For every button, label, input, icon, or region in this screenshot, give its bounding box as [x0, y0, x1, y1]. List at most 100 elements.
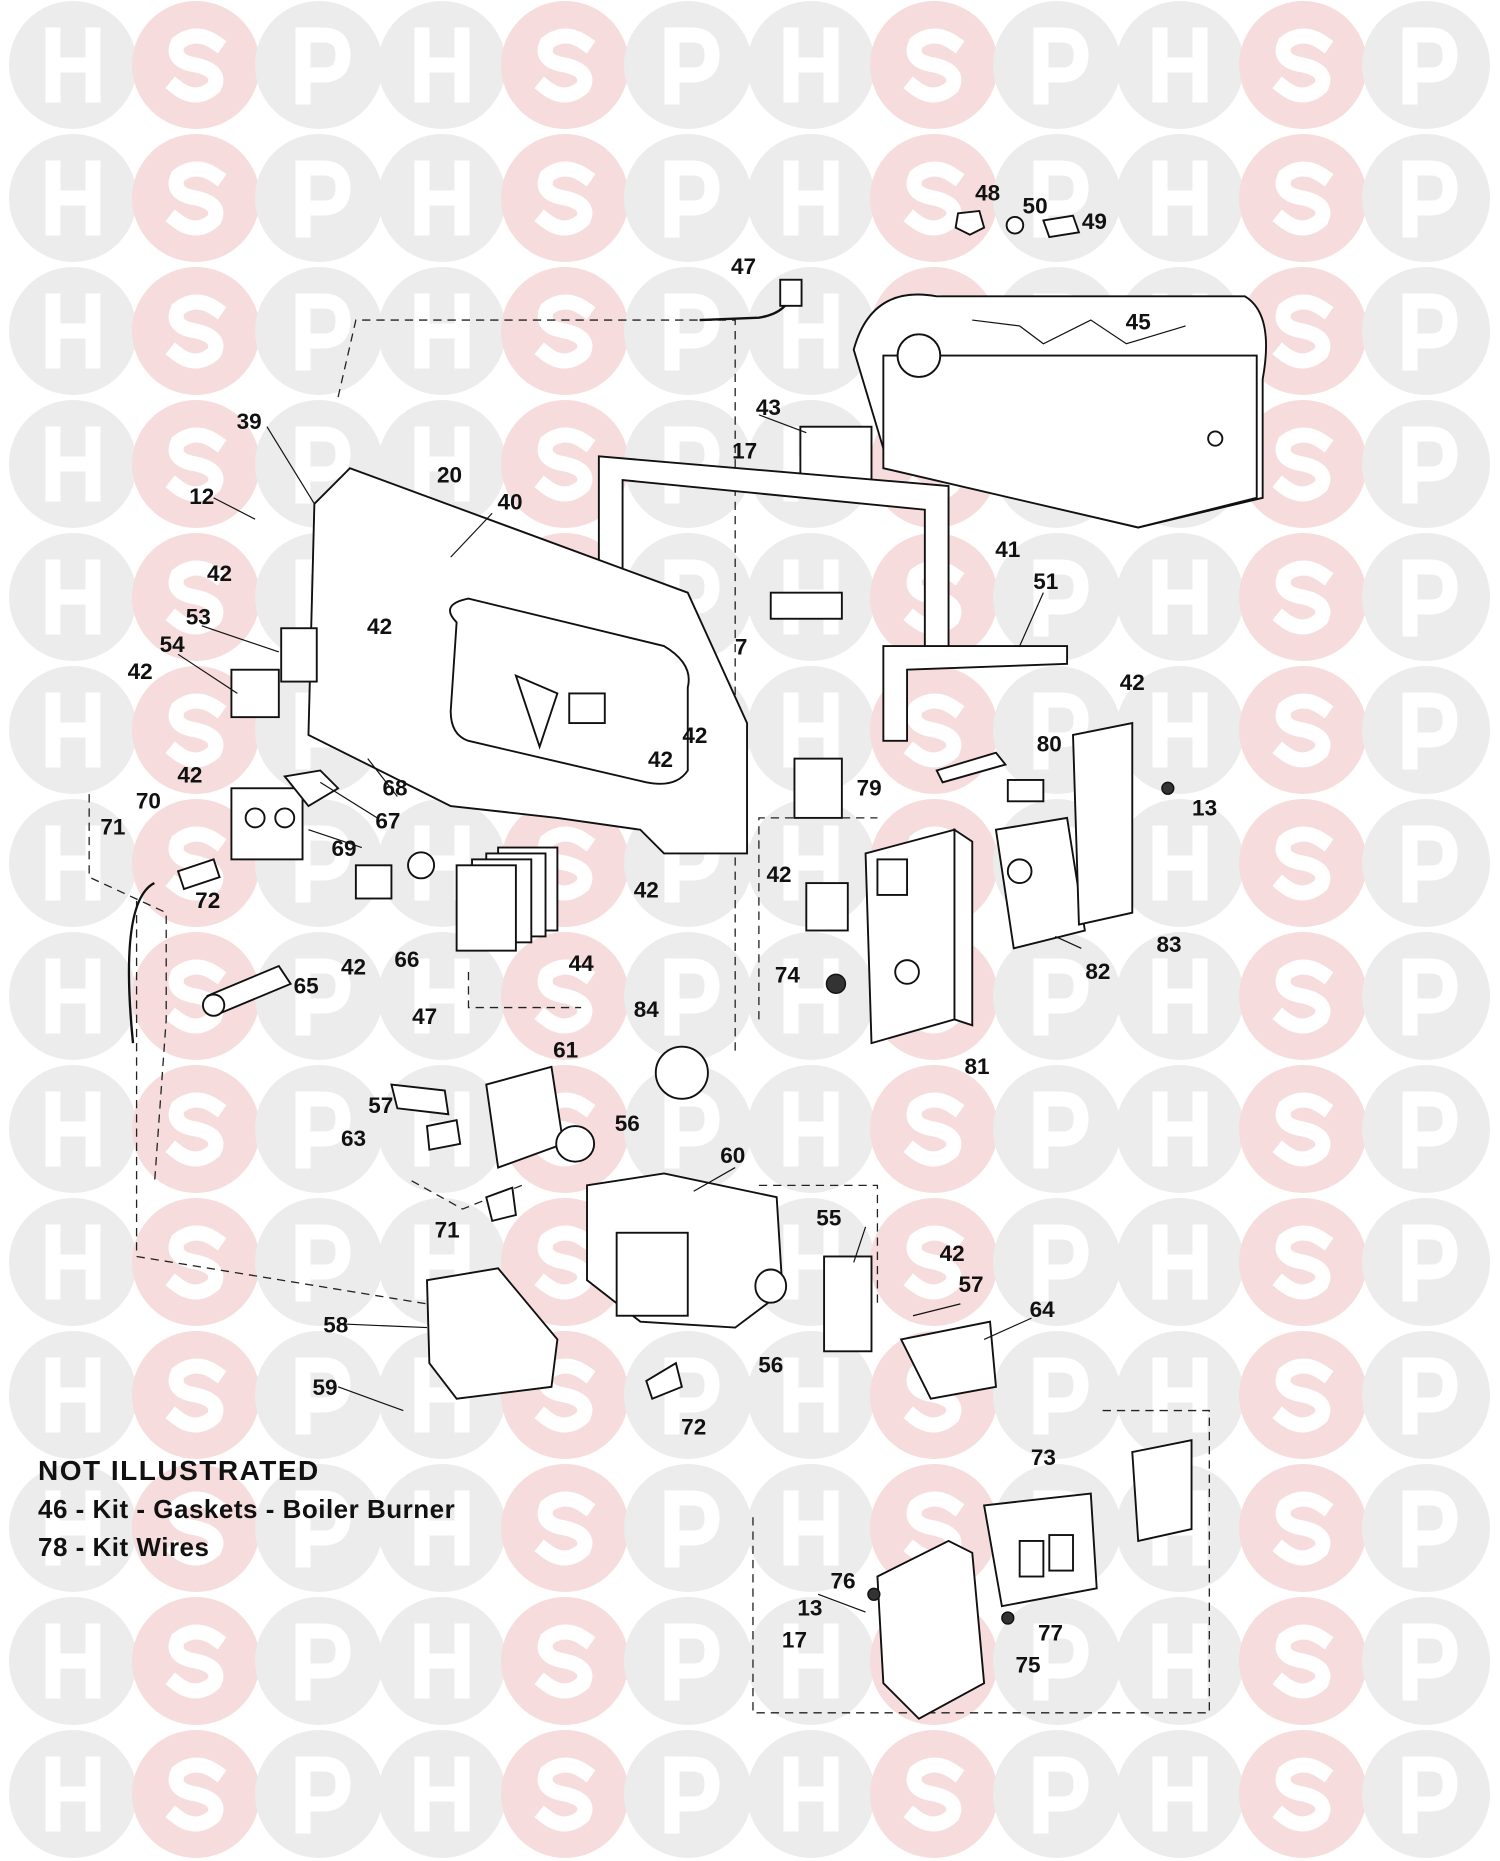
watermark-letter-s	[165, 959, 227, 1034]
watermark-badge	[1362, 1065, 1490, 1193]
watermark-badge	[624, 1464, 752, 1592]
watermark-badge	[747, 666, 875, 794]
watermark-letter-p	[295, 1756, 351, 1834]
watermark-letter-h	[45, 1490, 101, 1566]
watermark-badge	[1239, 1730, 1367, 1858]
watermark-letter-h	[1152, 1623, 1208, 1699]
watermark-letter-p	[1033, 1224, 1089, 1302]
watermark-badge	[1116, 533, 1244, 661]
watermark-badge	[255, 1597, 383, 1725]
watermark-letter-s	[534, 427, 596, 502]
watermark-badge	[1362, 1597, 1490, 1725]
watermark-letter-h	[414, 293, 470, 369]
watermark-badge	[255, 932, 383, 1060]
watermark-letter-s	[1272, 1491, 1334, 1566]
watermark-letter-h	[45, 293, 101, 369]
watermark-letter-s	[1272, 1225, 1334, 1300]
watermark-badge	[132, 1730, 260, 1858]
watermark-badge	[1362, 134, 1490, 262]
watermark-letter-s	[165, 161, 227, 236]
watermark-letter-s	[903, 1225, 965, 1300]
watermark-letter-p	[1402, 27, 1458, 105]
watermark-badge	[1362, 1464, 1490, 1592]
watermark-letter-h	[45, 160, 101, 236]
watermark-badge	[1116, 1, 1244, 129]
watermark-letter-p	[1402, 559, 1458, 637]
watermark-badge	[132, 1464, 260, 1592]
watermark-badge	[501, 267, 629, 395]
watermark-badge	[501, 1730, 629, 1858]
heat-exchanger-44	[455, 846, 559, 952]
watermark-letter-s	[534, 294, 596, 369]
watermark-badge	[993, 1597, 1121, 1725]
watermark-letter-p	[1033, 692, 1089, 770]
watermark-badge	[747, 932, 875, 1060]
watermark-badge	[1239, 799, 1367, 927]
part-label: 77	[1038, 1621, 1063, 1646]
inset-control-panel	[867, 1439, 1193, 1720]
part-label: 55	[816, 1206, 841, 1231]
watermark-badge	[9, 1065, 137, 1193]
watermark-letter-h	[1152, 958, 1208, 1034]
leader-lines	[177, 414, 1082, 1613]
watermark-letter-h	[783, 1091, 839, 1167]
watermark-badge	[9, 267, 137, 395]
watermark-badge	[9, 1198, 137, 1326]
watermark-letter-h	[783, 160, 839, 236]
watermark-letter-s	[165, 693, 227, 768]
watermark-badge	[132, 1198, 260, 1326]
watermark-badge	[378, 267, 506, 395]
watermark-badge	[1239, 1464, 1367, 1592]
watermark-badge	[9, 1597, 137, 1725]
watermark-letter-s	[903, 1757, 965, 1832]
watermark-letter-h	[45, 559, 101, 635]
watermark-badge	[624, 134, 752, 262]
watermark-badge	[624, 267, 752, 395]
watermark-badge	[378, 1730, 506, 1858]
part-number-labels: 48 50 49 47 45 43 17 39 20 40 12 41 51 4…	[100, 180, 1217, 1677]
watermark-letter-s	[165, 294, 227, 369]
part-label: 42	[634, 877, 659, 902]
watermark-badge	[624, 1331, 752, 1459]
watermark-letter-s	[534, 959, 596, 1034]
watermark-letter-p	[295, 1357, 351, 1435]
part-label: 68	[382, 775, 407, 800]
watermark-letter-s	[165, 28, 227, 103]
part-label: 69	[331, 836, 356, 861]
watermark-letter-p	[295, 27, 351, 105]
watermark-badge	[1116, 1331, 1244, 1459]
part-label: 67	[375, 809, 400, 834]
watermark-letter-h	[1152, 27, 1208, 103]
watermark-letter-p	[664, 1490, 720, 1568]
watermark-letter-s	[534, 826, 596, 901]
watermark-letter-s	[1272, 427, 1334, 502]
watermark-badge	[9, 932, 137, 1060]
watermark-badge	[1362, 533, 1490, 661]
watermark-badge	[378, 134, 506, 262]
watermark-letter-s	[1272, 1757, 1334, 1832]
watermark-letter-s	[534, 1624, 596, 1699]
watermark-badge	[1116, 1597, 1244, 1725]
watermark-letter-p	[1402, 426, 1458, 504]
watermark-letter-h	[783, 27, 839, 103]
watermark-letter-s	[1272, 294, 1334, 369]
watermark-badge	[747, 1, 875, 129]
frame-41	[597, 455, 1069, 742]
watermark-badge	[1239, 267, 1367, 395]
watermark-badge	[501, 1464, 629, 1592]
watermark-badge	[1362, 400, 1490, 528]
part-label: 61	[553, 1037, 578, 1062]
watermark-badge	[1239, 400, 1367, 528]
watermark-letter-p	[664, 1623, 720, 1701]
watermark-letter-h	[414, 1623, 470, 1699]
part-label: 42	[128, 659, 153, 684]
part-label: 71	[100, 814, 125, 839]
watermark-letter-h	[45, 1357, 101, 1433]
watermark-badge	[1362, 1, 1490, 129]
watermark-badge	[993, 1065, 1121, 1193]
watermark-letter-p	[295, 1623, 351, 1701]
watermark-badge	[1239, 134, 1367, 262]
part-label: 65	[294, 973, 319, 998]
knob-84	[654, 1045, 709, 1100]
